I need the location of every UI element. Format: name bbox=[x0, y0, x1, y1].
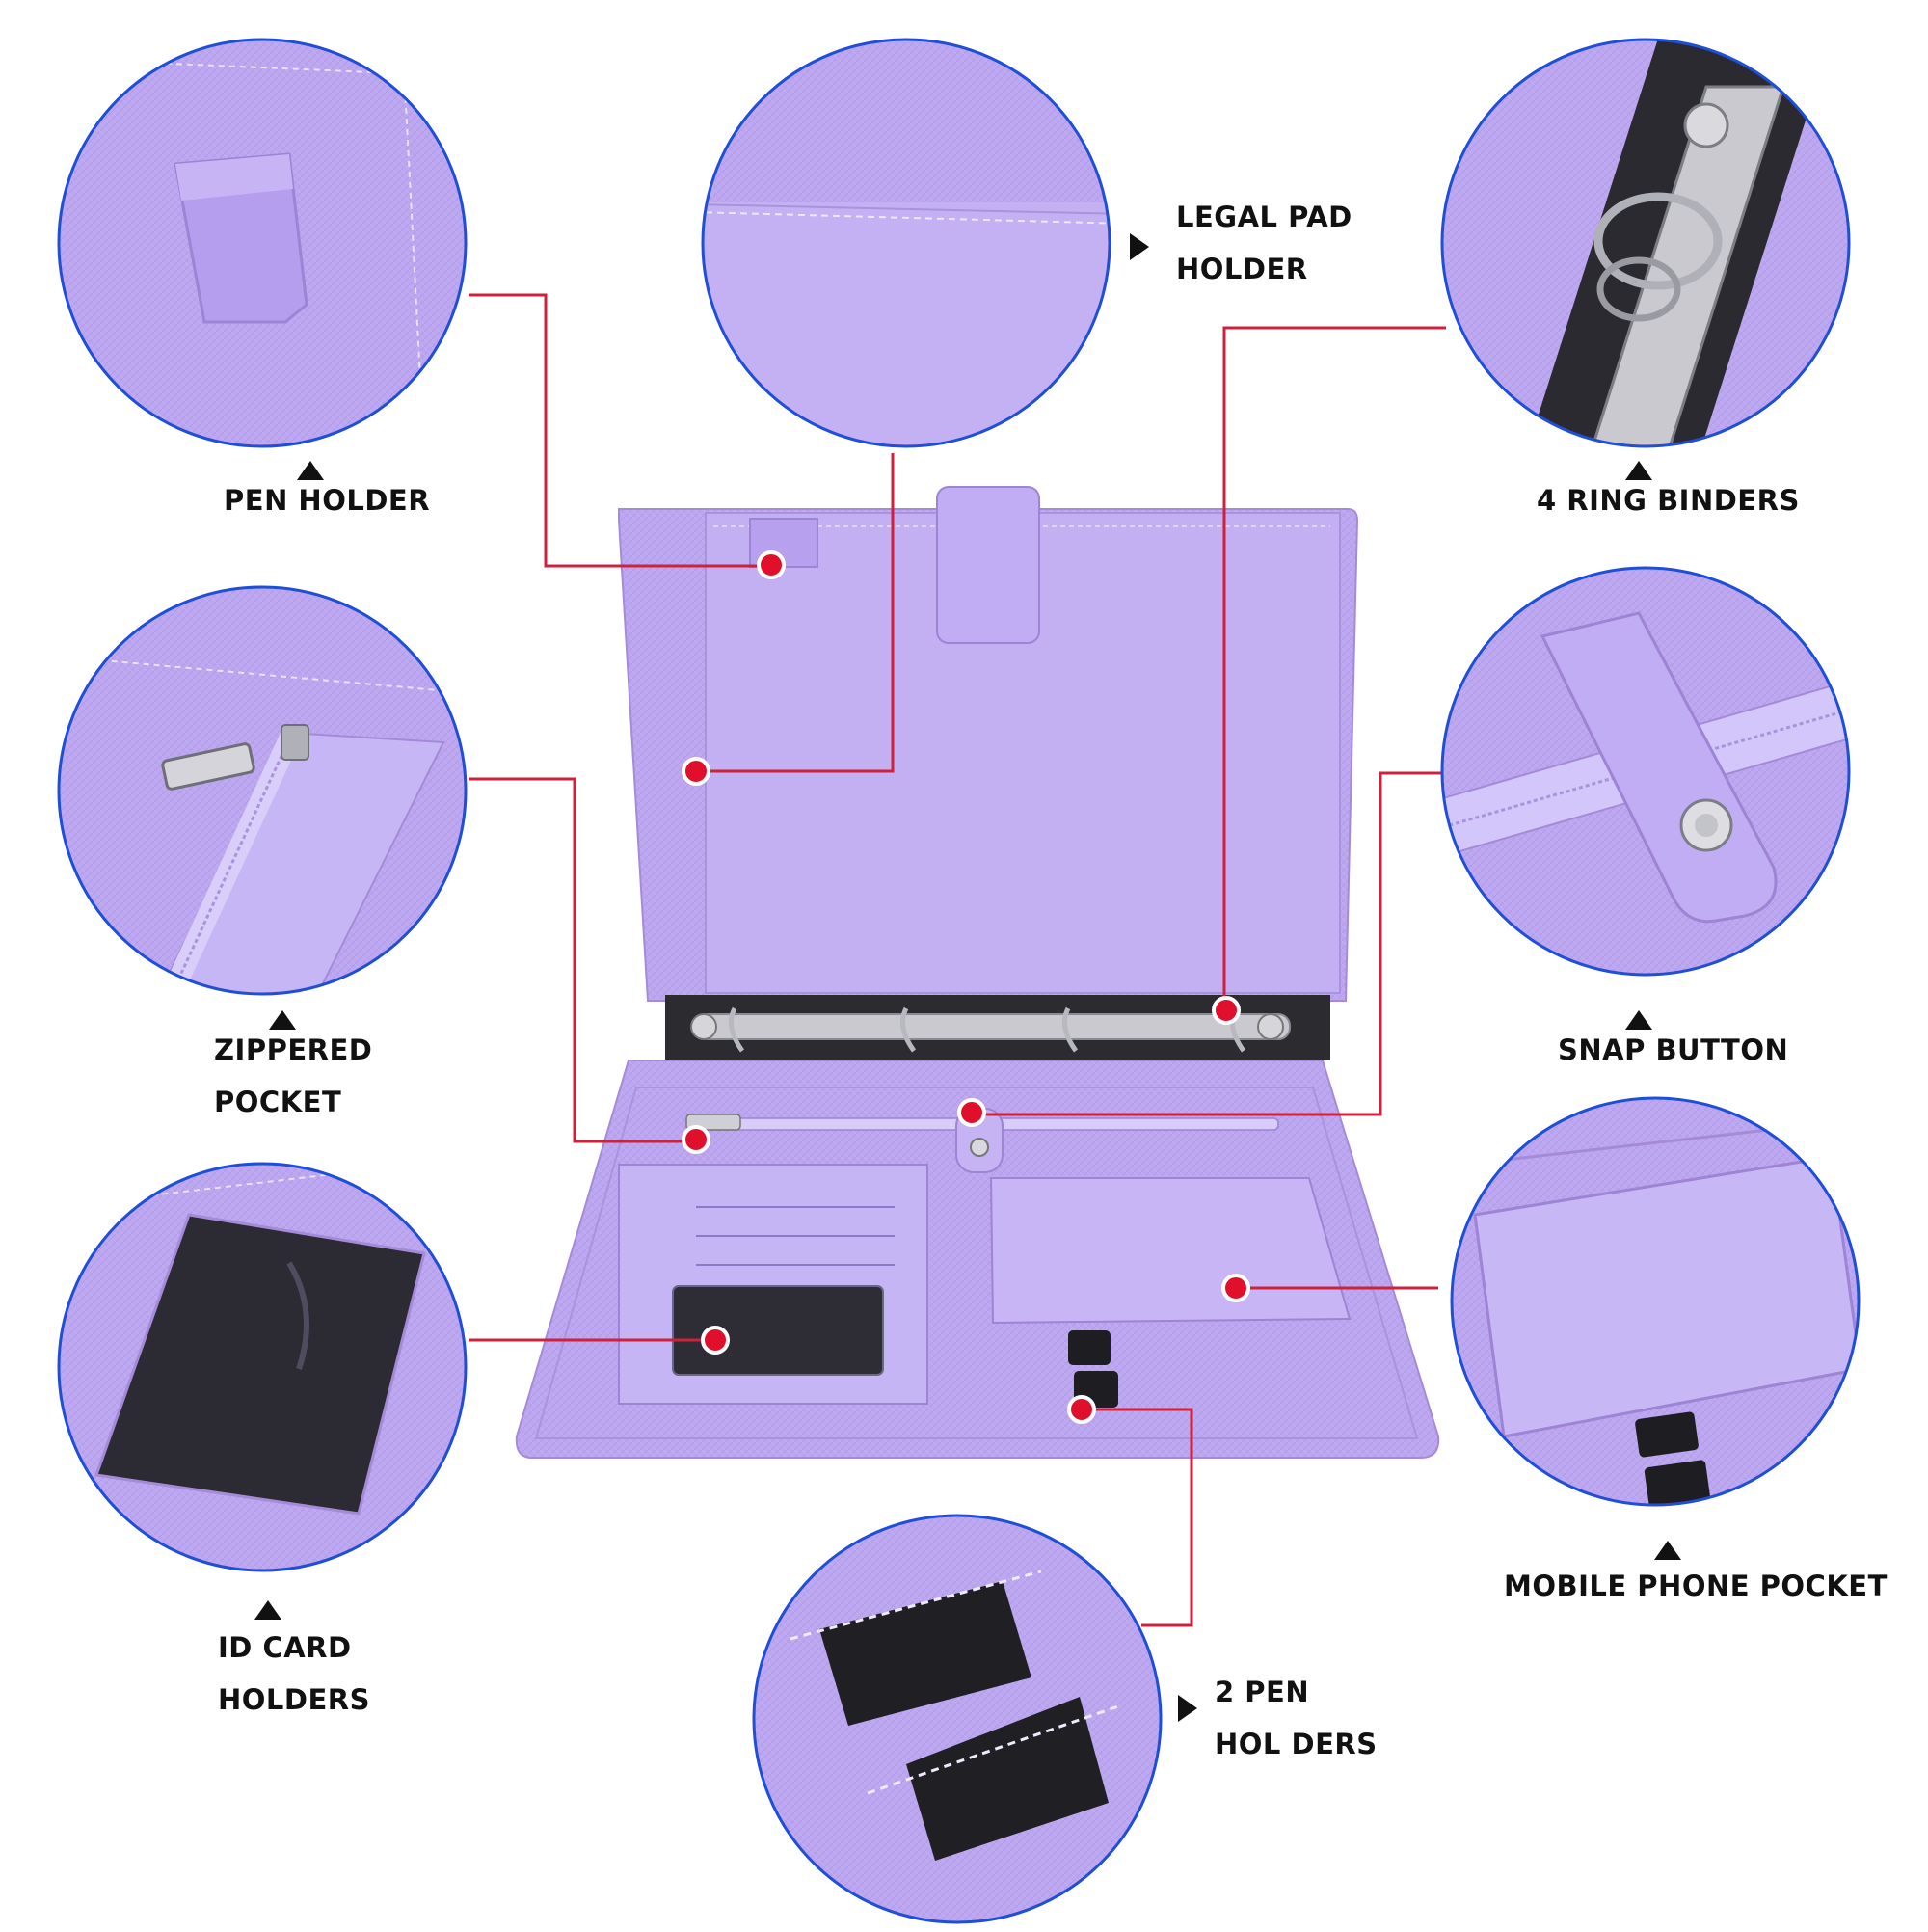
pen-holders-label-line2: HOL DERS bbox=[1215, 1728, 1378, 1760]
legal-pad-label-line2: HOLDER bbox=[1176, 253, 1308, 285]
triangle-up-icon bbox=[297, 461, 324, 480]
ring-binders-label: 4 RING BINDERS bbox=[1537, 474, 1800, 526]
callout-dots bbox=[682, 550, 1250, 1424]
callout-lines bbox=[469, 293, 1446, 1627]
phone-pocket bbox=[989, 1177, 1352, 1325]
triangle-up-icon bbox=[1625, 1010, 1652, 1030]
triangle-right-icon bbox=[1178, 1695, 1197, 1722]
pen-holder-label: PEN HOLDER bbox=[224, 474, 430, 526]
id-card-label-line1: ID CARD bbox=[218, 1631, 352, 1664]
pen-holders-label-line1: 2 PEN bbox=[1215, 1676, 1310, 1708]
legal-pad-label: LEGAL PAD HOLDER bbox=[1176, 191, 1352, 295]
triangle-up-icon bbox=[1625, 461, 1652, 480]
id-window bbox=[672, 1285, 884, 1376]
ring-binders-detail bbox=[1440, 38, 1851, 448]
zippered-pocket-label-line1: ZIPPERED bbox=[214, 1033, 373, 1066]
snap-button-label-line1: SNAP BUTTON bbox=[1558, 1033, 1789, 1066]
padfolio bbox=[515, 486, 1440, 1459]
triangle-up-icon bbox=[269, 1010, 296, 1030]
legal-pad-detail bbox=[701, 38, 1111, 448]
pen-holders-detail bbox=[752, 1514, 1163, 1924]
snap-button-detail bbox=[1440, 566, 1851, 977]
pen-holder-label-line1: PEN HOLDER bbox=[224, 484, 431, 517]
snap-button-label: SNAP BUTTON bbox=[1558, 1024, 1788, 1076]
mobile-pocket-label: MOBILE PHONE POCKET bbox=[1504, 1560, 1888, 1612]
mobile-pocket-detail bbox=[1450, 1096, 1861, 1507]
id-card-label-line2: HOLDERS bbox=[218, 1683, 371, 1716]
zippered-pocket-label-line2: POCKET bbox=[214, 1086, 342, 1118]
binder-rod bbox=[695, 1013, 1291, 1040]
id-card-label: ID CARD HOLDERS bbox=[218, 1622, 370, 1726]
ring-binders-label-line1: 4 RING BINDERS bbox=[1537, 484, 1800, 517]
triangle-up-icon bbox=[254, 1600, 281, 1620]
zippered-pocket-label: ZIPPERED POCKET bbox=[214, 1024, 372, 1128]
pen-holders-label: 2 PEN HOL DERS bbox=[1215, 1666, 1378, 1770]
legal-pad-label-line1: LEGAL PAD bbox=[1176, 201, 1352, 233]
closure-strap bbox=[936, 486, 1040, 644]
pen-holder-detail bbox=[57, 38, 468, 448]
triangle-up-icon bbox=[1654, 1541, 1681, 1560]
id-card-detail bbox=[57, 1162, 468, 1572]
mobile-pocket-label-line1: MOBILE PHONE POCKET bbox=[1504, 1570, 1888, 1602]
elastic-band-1 bbox=[1068, 1330, 1111, 1365]
zippered-pocket-detail bbox=[57, 585, 468, 996]
triangle-right-icon bbox=[1130, 233, 1149, 260]
